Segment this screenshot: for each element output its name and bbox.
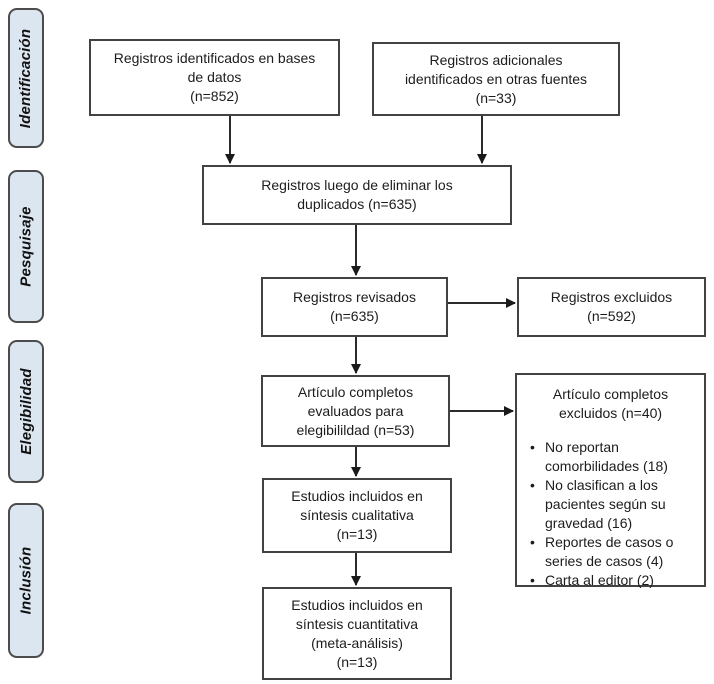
box-records-screened: Registros revisados (n=635) (261, 277, 448, 337)
stage-label-pesquisaje: Pesquisaje (8, 170, 44, 323)
box-text-line: síntesis cuantitativa (295, 615, 419, 632)
box-records-identified-databases: Registros identificados en bases de dato… (89, 39, 340, 116)
exclusion-reason-item: No clasifican a los pacientes según su g… (528, 476, 698, 533)
exclusion-reason-item: Reportes de casos o series de casos (4) (528, 533, 698, 571)
box-text-line: (n=635) (330, 308, 379, 324)
box-text-line: síntesis cualitativa (300, 507, 414, 523)
box-text-line: Registros luego de eliminar los (261, 177, 453, 193)
box-text-line: de datos (187, 69, 242, 85)
box-text-line: (n=852) (190, 88, 239, 104)
box-text-line: (n=592) (587, 308, 636, 324)
box-qualitative-synthesis: Estudios incluidos en síntesis cualitati… (262, 478, 452, 553)
stage-label-text: Inclusión (17, 546, 35, 615)
stage-label-inclusion: Inclusión (8, 503, 44, 658)
box-text-line: Estudios incluidos en (291, 596, 423, 613)
box-text-line: Artículo completos (552, 386, 669, 402)
box-text-line: identificados en otras fuentes (404, 70, 588, 87)
box-text-line: elegibilildad (n=53) (296, 421, 415, 438)
box-fulltext-assessed: Artículo completos evaluados para elegib… (261, 375, 450, 447)
box-records-after-duplicates: Registros luego de eliminar los duplicad… (202, 165, 512, 225)
box-text-line: Registros revisados (293, 289, 416, 305)
stage-label-text: Identificación (17, 28, 35, 128)
box-text-line: excluidos (n=40) (558, 405, 663, 421)
box-records-excluded: Registros excluidos (n=592) (517, 277, 706, 337)
box-quantitative-synthesis: Estudios incluidos en síntesis cuantitat… (262, 587, 452, 680)
box-text-line: Artículo completos (297, 383, 414, 400)
box-text-line: (n=33) (475, 89, 517, 106)
box-records-identified-other-sources: Registros adicionales identificados en o… (372, 42, 620, 116)
stage-label-elegibilidad: Elegibilidad (8, 340, 44, 483)
box-text-line: (n=13) (336, 653, 378, 670)
box-text-line: (meta-análisis) (311, 634, 403, 651)
box-text-line: Estudios incluidos en (291, 488, 423, 504)
box-text-line: (n=13) (336, 526, 378, 542)
box-title: Artículo completos excluidos (n=40) (517, 385, 704, 423)
exclusion-reason-item: Carta al editor (2) (528, 571, 698, 590)
stage-label-text: Elegibilidad (17, 368, 35, 455)
exclusion-reasons-list: No reportan comorbilidades (18) No clasi… (517, 438, 704, 590)
box-text-line: Registros excluidos (550, 289, 673, 305)
exclusion-reason-item: No reportan comorbilidades (18) (528, 438, 698, 476)
box-text-line: duplicados (n=635) (297, 196, 417, 212)
stage-label-identificacion: Identificación (8, 8, 44, 148)
stage-label-text: Pesquisaje (17, 206, 35, 287)
box-text-line: Registros identificados en bases (113, 50, 316, 66)
box-fulltext-excluded: Artículo completos excluidos (n=40) No r… (515, 373, 706, 590)
box-text-line: Registros adicionales (429, 51, 563, 68)
box-text-line: evaluados para (307, 402, 404, 419)
